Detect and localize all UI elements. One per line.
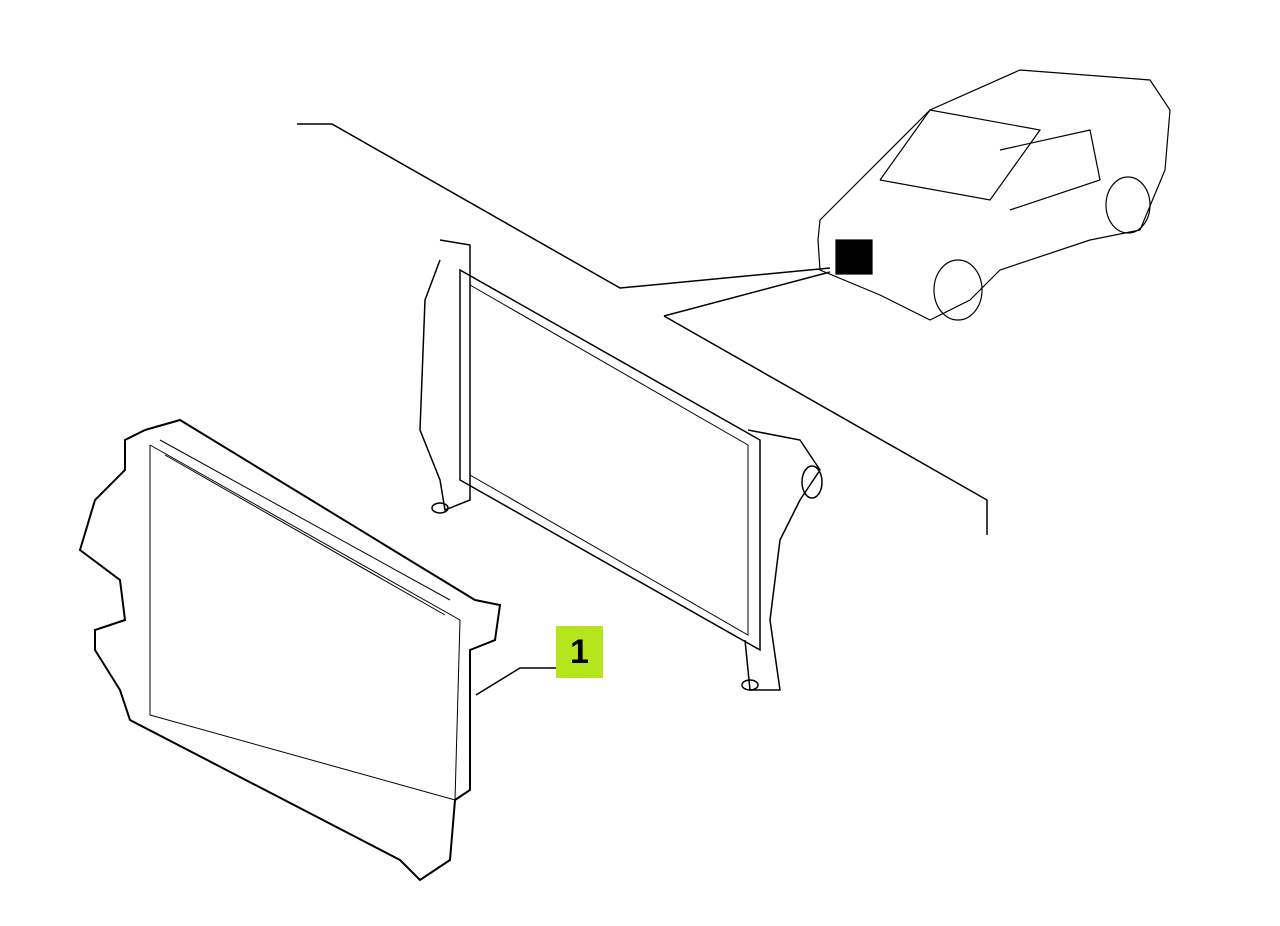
radiator [419,239,823,691]
fan-shroud [78,418,502,882]
part-callout-1[interactable]: 1 [556,626,603,678]
leader-lines [297,123,988,696]
vehicle-illustration [817,69,1171,321]
